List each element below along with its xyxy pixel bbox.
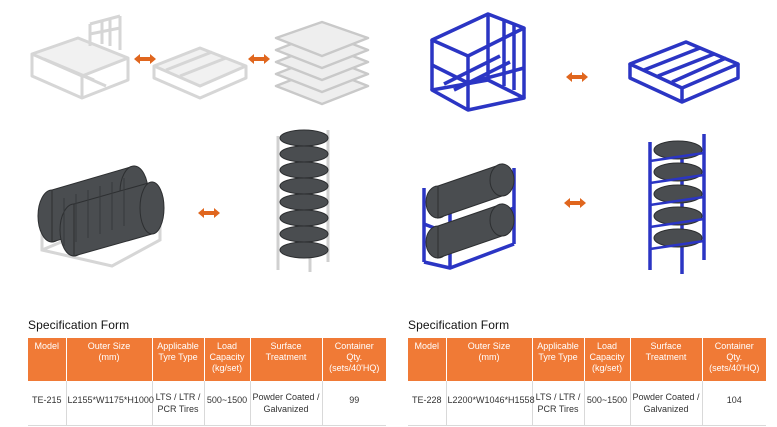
blue-rack-frame-icon: [430, 12, 526, 112]
blue-rack-with-tires-icon: [422, 163, 516, 270]
header-load-capacity: Load Capacity (kg/set): [204, 338, 251, 381]
header-label: Outer Size (mm): [87, 341, 131, 362]
header-label: Surface Treatment: [645, 341, 687, 362]
header-tyre-type: Applicable Tyre Type: [152, 338, 205, 381]
header-tyre-type: Applicable Tyre Type: [532, 338, 585, 381]
header-label: Applicable Tyre Type: [157, 341, 199, 362]
cell-surface: Powder Coated / Galvanized: [250, 381, 323, 426]
cell-load: 500~1500: [204, 381, 251, 426]
header-label: Applicable Tyre Type: [537, 341, 579, 362]
header-container-qty: Container Qty. (sets/40'HQ): [322, 338, 386, 381]
cell-size: L2155*W1175*H1000: [66, 381, 154, 426]
header-outer-size: Outer Size (mm): [66, 338, 153, 381]
cell-model: TE-215: [28, 381, 67, 426]
header-label: Container Qty. (sets/40'HQ): [709, 341, 760, 373]
header-label: Model: [414, 341, 439, 351]
arrow-double-icon: [198, 208, 220, 218]
table-row: TE-228 L2200*W1046*H1558 LTS / LTR / PCR…: [408, 381, 766, 426]
table-row: TE-215 L2155*W1175*H1000 LTS / LTR / PCR…: [28, 381, 386, 426]
spec-table: Model Outer Size (mm) Applicable Tyre Ty…: [408, 338, 766, 426]
table-header-row: Model Outer Size (mm) Applicable Tyre Ty…: [28, 338, 386, 381]
table-header-row: Model Outer Size (mm) Applicable Tyre Ty…: [408, 338, 766, 381]
header-label: Load Capacity (kg/set): [209, 341, 245, 373]
white-rack-with-tires-icon: [37, 165, 165, 268]
cell-size: L2200*W1046*H1558: [446, 381, 535, 426]
cell-qty: 99: [322, 381, 386, 426]
arrow-double-icon: [564, 198, 586, 208]
header-surface-treatment: Surface Treatment: [250, 338, 323, 381]
cell-model: TE-228: [408, 381, 447, 426]
blue-rack-tower-icon: [648, 134, 706, 274]
blue-rack-flat-icon: [628, 40, 740, 104]
cell-load: 500~1500: [584, 381, 631, 426]
white-rack-folded-icon: [152, 46, 248, 100]
header-load-capacity: Load Capacity (kg/set): [584, 338, 631, 381]
cell-tyre: LTS / LTR / PCR Tires: [532, 381, 585, 426]
header-label: Load Capacity (kg/set): [589, 341, 625, 373]
cell-surface: Powder Coated / Galvanized: [630, 381, 703, 426]
header-outer-size: Outer Size (mm): [446, 338, 533, 381]
white-rack-tower-icon: [276, 129, 330, 272]
white-rack-stacked-icon: [30, 14, 130, 100]
header-label: Surface Treatment: [265, 341, 307, 362]
arrow-double-icon: [134, 54, 156, 64]
header-surface-treatment: Surface Treatment: [630, 338, 703, 381]
header-model: Model: [408, 338, 447, 381]
arrow-double-icon: [566, 72, 588, 82]
header-container-qty: Container Qty. (sets/40'HQ): [702, 338, 766, 381]
header-label: Outer Size (mm): [467, 341, 511, 362]
cell-tyre: LTS / LTR / PCR Tires: [152, 381, 205, 426]
cell-qty: 104: [702, 381, 766, 426]
arrow-double-icon: [248, 54, 270, 64]
white-rack-pile-icon: [274, 20, 370, 106]
header-model: Model: [28, 338, 67, 381]
header-label: Container Qty. (sets/40'HQ): [329, 341, 380, 373]
header-label: Model: [34, 341, 59, 351]
spec-table: Model Outer Size (mm) Applicable Tyre Ty…: [28, 338, 386, 426]
spec-title: Specification Form: [408, 318, 510, 332]
spec-title: Specification Form: [28, 318, 130, 332]
